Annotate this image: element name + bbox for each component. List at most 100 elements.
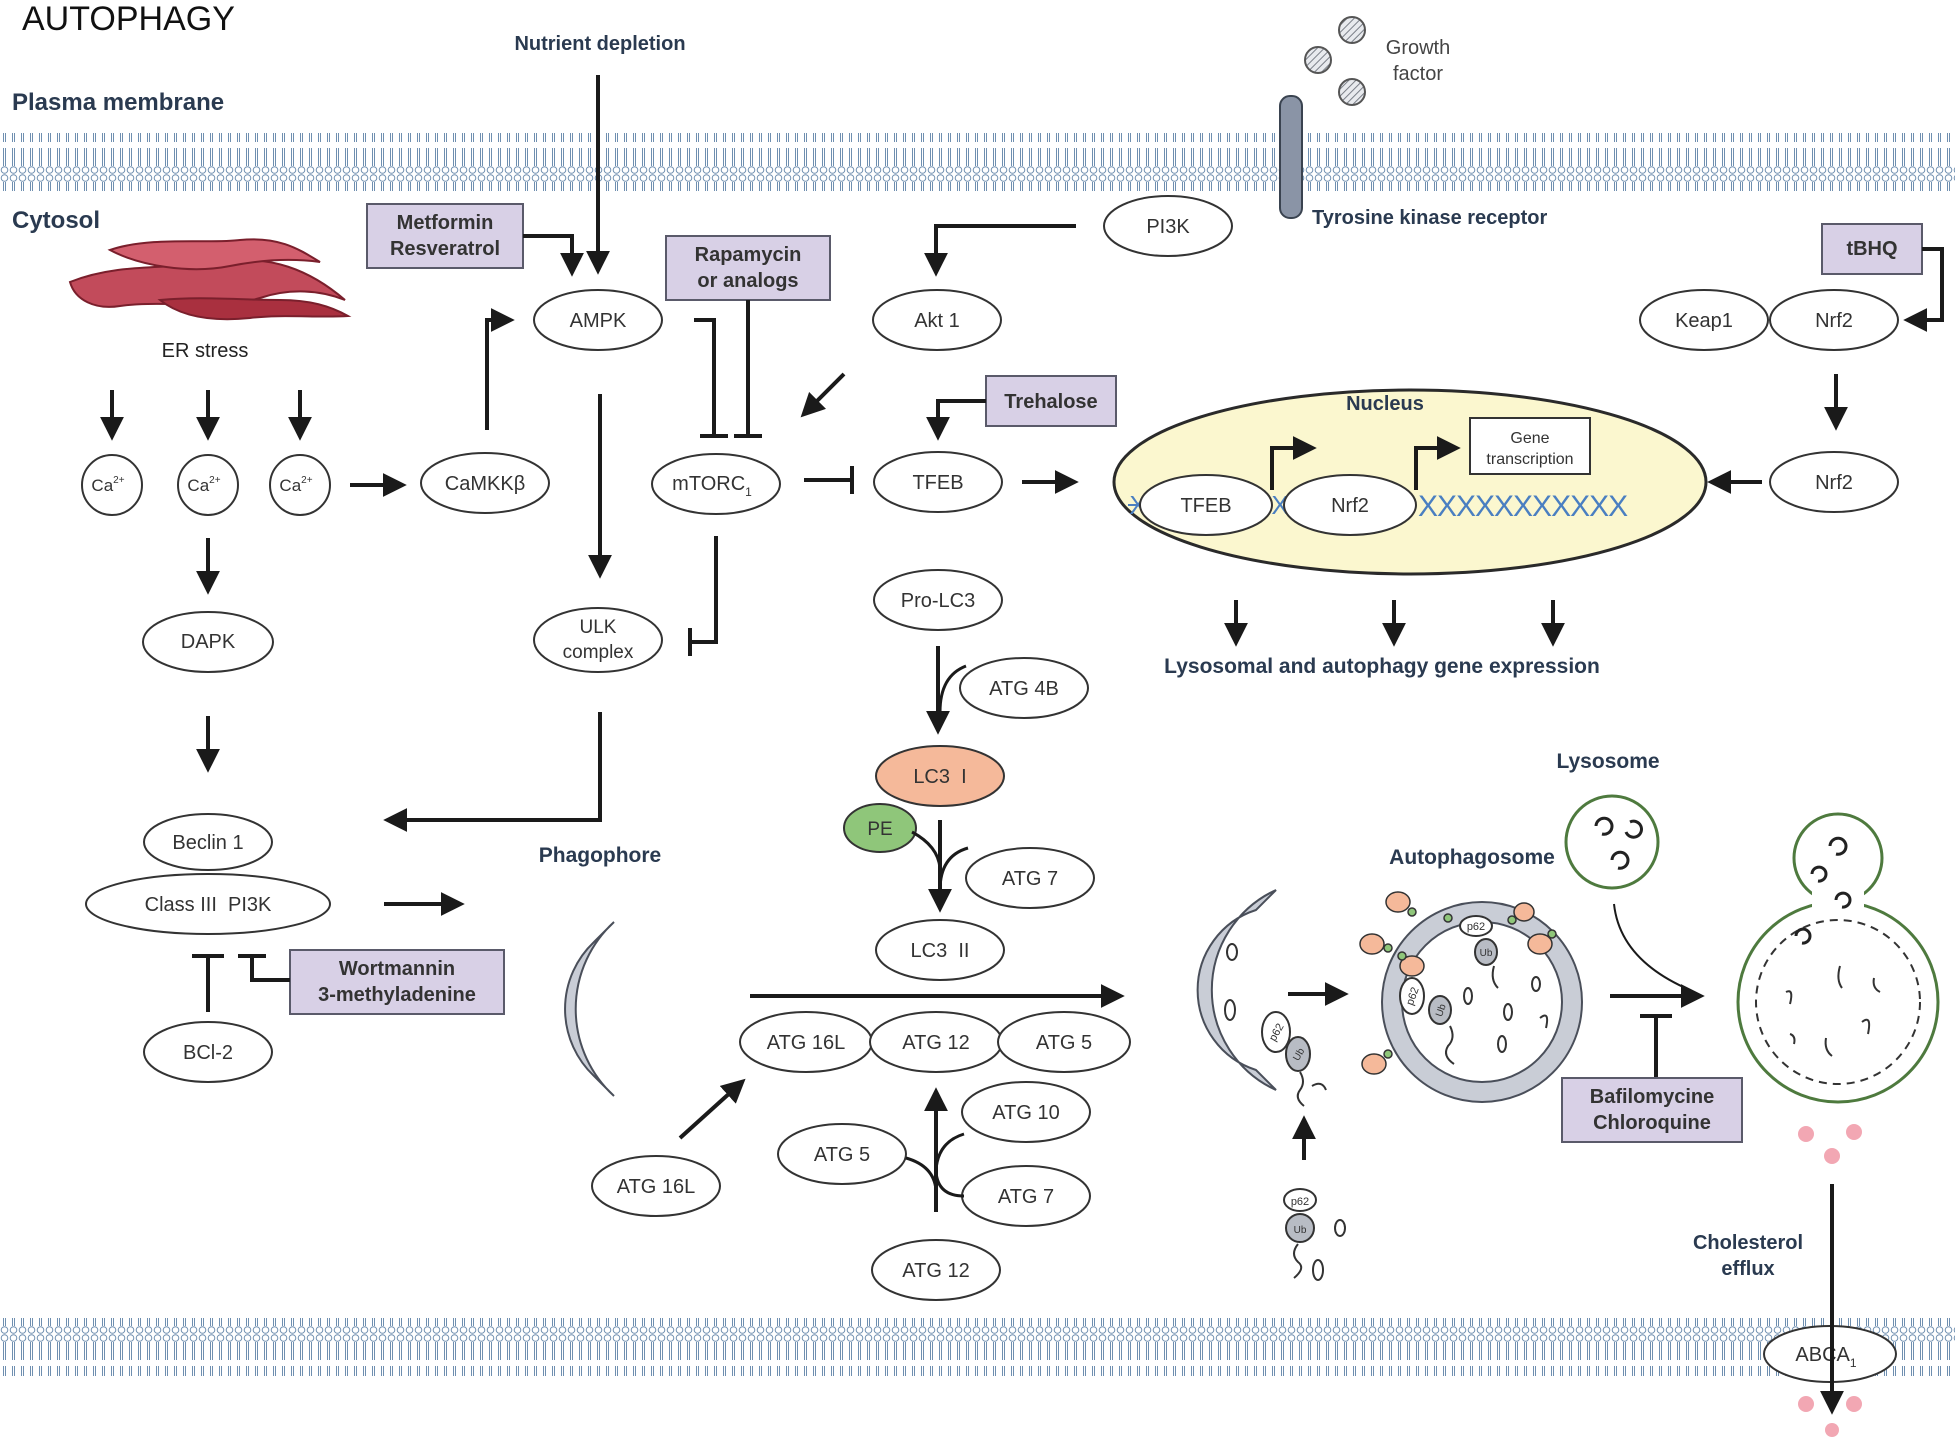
nucleus-nrf2-node (1283, 474, 1417, 536)
pe-label: PE (867, 819, 892, 840)
ulk-complex-label: complex (563, 642, 634, 663)
lysosome-enzymes (1594, 816, 1643, 870)
camkk-to-ampk-arrow (485, 308, 515, 430)
atg4b-label: ATG 4B (989, 678, 1059, 700)
beclin1-node (143, 813, 273, 871)
svg-text:Ca2+: Ca2+ (187, 475, 220, 495)
rapamycin-drug-box (665, 235, 831, 301)
atg7-cofactor (938, 846, 969, 891)
tbhq-drug-box (1821, 223, 1923, 275)
lysosome-fusion-path (1613, 903, 1691, 991)
rapamycin-label: Rapamycin (695, 244, 802, 266)
atg4b-cofactor-arrow (938, 664, 967, 713)
trehalose-label: Trehalose (1004, 391, 1097, 413)
atg7-cofactor-b (934, 1171, 965, 1198)
dna-mark: X (1271, 490, 1288, 520)
wortmannin-inhibit (250, 956, 290, 982)
svg-text:Ub: Ub (1294, 1225, 1307, 1236)
ulk-label: ULK (580, 617, 617, 638)
mtorc1-label: mTORC1 (672, 473, 752, 499)
lc3-i-node (875, 745, 1005, 807)
akt1-label: Akt 1 (914, 310, 960, 332)
calcium-node: Ca2+ (177, 454, 239, 516)
atg5-cofactor (905, 1156, 938, 1191)
svg-text:p62: p62 (1291, 1196, 1309, 1208)
atg5-complex-label: ATG 5 (1036, 1032, 1092, 1054)
bcl2-node (143, 1021, 273, 1083)
cargo (1226, 943, 1238, 961)
chloroquine-label: Chloroquine (1593, 1112, 1711, 1134)
pe-node (843, 803, 917, 853)
gene-label: Gene (1510, 430, 1549, 447)
page-title: AUTOPHAGY (22, 0, 235, 38)
cytosol-label: Cytosol (12, 207, 100, 234)
metformin-label: Metformin (397, 212, 494, 234)
keap1-label: Keap1 (1675, 310, 1733, 332)
gene-transcription-box (1469, 417, 1591, 475)
svg-text:p62: p62 (1404, 986, 1422, 1007)
phagophore-capture-shape (1196, 889, 1277, 1091)
bafilomycine-label: Bafilomycine (1590, 1086, 1714, 1108)
pi3k-to-akt-arrow (924, 224, 1076, 277)
camkkb-label: CaMKKβ (445, 473, 525, 495)
growth-factor-label-2: factor (1393, 63, 1443, 85)
pi3k-node (1103, 195, 1233, 257)
trehalose-arrow (926, 399, 986, 441)
akt1-node (872, 289, 1002, 351)
transcription-label: transcription (1486, 451, 1573, 468)
atg16l-to-complex-arrow (678, 1078, 746, 1140)
methyladenine-label: 3-methyladenine (318, 984, 476, 1006)
autophagosome-cargo: p62 Ub p62 Ub (1399, 915, 1549, 1065)
pe-conjugation (911, 830, 942, 869)
camkkb-node (420, 452, 550, 514)
efflux-label: efflux (1721, 1258, 1774, 1280)
mtorc1-node (651, 453, 781, 515)
ulk-complex-node (533, 607, 663, 673)
atg10-label: ATG 10 (992, 1102, 1059, 1124)
keap1-node (1639, 289, 1769, 351)
cholesterol-label: Cholesterol (1693, 1232, 1803, 1254)
atg7-node (965, 847, 1095, 909)
er-icon (68, 238, 352, 321)
svg-text:Ub: Ub (1480, 948, 1493, 959)
plasma-membrane-label: Plasma membrane (12, 89, 224, 116)
calcium-node: Ca2+ (81, 454, 143, 516)
growth-factor-icon (1304, 16, 1366, 106)
class3-pi3k-node (85, 873, 331, 935)
nucleus-label: Nucleus (1346, 393, 1424, 415)
bcl2-label: BCl-2 (183, 1042, 233, 1064)
dna-marks: XXXXXXXXXXX (1418, 490, 1628, 523)
er-stress-label: ER stress (162, 340, 249, 362)
atg5-node (777, 1123, 907, 1185)
nrf2-label: Nrf2 (1815, 472, 1853, 494)
lysosome (1564, 794, 1660, 890)
abca1-label: ABCA1 (1795, 1344, 1856, 1370)
tfeb-promoter-arrow (1270, 436, 1317, 490)
calcium-node: Ca2+ (269, 454, 331, 516)
akt-to-mtorc-arrow (800, 372, 846, 418)
lysosome-label: Lysosome (1556, 750, 1659, 773)
free-p62-ub: p62 Ub (1283, 1188, 1346, 1281)
nrf2-complex-node (1769, 289, 1899, 351)
atg16l-label: ATG 16L (617, 1176, 696, 1198)
cholesterol-dots (1798, 1124, 1862, 1437)
dapk-node (142, 611, 274, 673)
p62-ub-cargo: p62 Ub (1261, 1011, 1327, 1107)
tbhq-label: tBHQ (1846, 238, 1897, 260)
gene-expression-label: Lysosomal and autophagy gene expression (1164, 655, 1600, 678)
nucleus-tfeb-label: TFEB (1180, 495, 1231, 517)
phagophore-shape (564, 921, 615, 1097)
resveratrol-label: Resveratrol (390, 238, 500, 260)
ampk-inhibit-mtorc (694, 318, 716, 436)
ulk-to-beclin-arrow (383, 712, 602, 832)
pi3k-label: PI3K (1146, 216, 1190, 238)
wortmannin-drug-box (289, 949, 505, 1015)
svg-text:Ca2+: Ca2+ (91, 475, 124, 495)
class3-pi3k-label: Class III PI3K (145, 894, 272, 916)
tyrosine-kinase-receptor-label: Tyrosine kinase receptor (1312, 207, 1548, 229)
atg4b-node (959, 657, 1089, 719)
lc3-ii-label: LC3 II (911, 940, 970, 962)
growth-factor-label-1: Growth (1386, 37, 1450, 59)
wortmannin-label: Wortmannin (339, 958, 455, 980)
beclin1-label: Beclin 1 (172, 832, 243, 854)
